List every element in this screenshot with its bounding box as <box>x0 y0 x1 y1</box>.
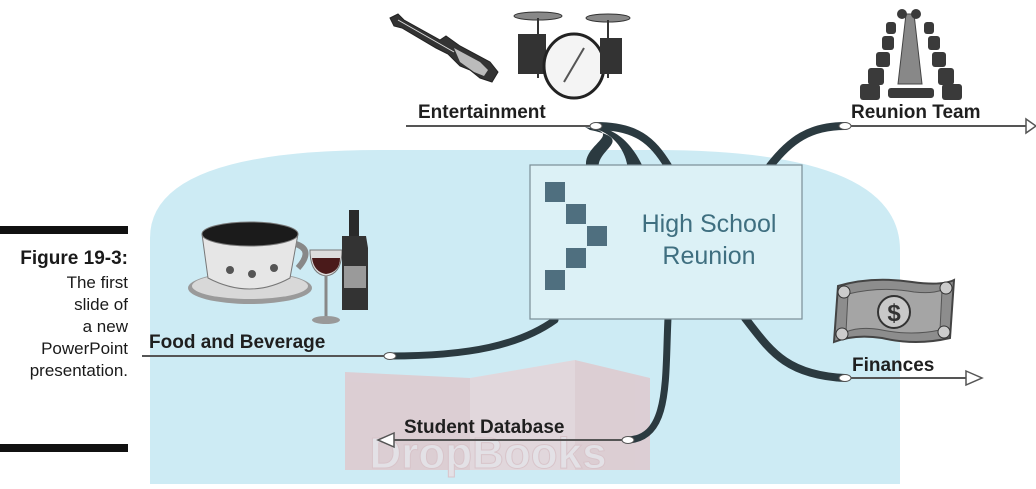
caption-line: a new <box>82 317 128 336</box>
arrow-reunion-team <box>1025 117 1036 135</box>
branch-curve-reunion-team <box>766 122 849 170</box>
watermark-text: DropBooks <box>369 429 606 478</box>
branch-curve-entertainment <box>585 127 613 172</box>
watermark: DropBooks <box>345 360 650 479</box>
branch-label-entertainment[interactable]: Entertainment <box>418 102 546 123</box>
caption-line: The first <box>66 273 128 292</box>
figure-caption-text: The first slide of a new PowerPoint pres… <box>0 272 128 382</box>
central-topic-box[interactable] <box>529 164 803 320</box>
caption-line: PowerPoint <box>41 339 128 358</box>
guitar-and-drums-icon <box>389 11 631 100</box>
branch-curve-entertainment-2 <box>596 126 642 170</box>
branch-label-finances[interactable]: Finances <box>852 355 934 376</box>
caption-bottom-rule <box>0 444 128 452</box>
figure-label: Figure 19-3: <box>20 248 128 269</box>
central-topic-line-2: Reunion <box>662 242 755 270</box>
conference-table-icon <box>860 9 962 100</box>
caption-line: slide of <box>74 295 128 314</box>
coffee-and-wine-icon <box>188 210 368 324</box>
caption-top-rule <box>0 226 128 234</box>
figure-caption: Figure 19-3: The first slide of a new Po… <box>0 226 128 456</box>
branch-curve-finances <box>741 314 849 382</box>
central-topic-line-1: High School <box>642 210 777 238</box>
arrow-student-db <box>376 431 395 449</box>
arrow-finances <box>965 369 984 387</box>
dollar-bill-icon: $ <box>832 278 956 344</box>
steps-icon <box>545 182 607 290</box>
branch-label-reunion-team[interactable]: Reunion Team <box>851 102 981 123</box>
branch-label-food-and-beverage[interactable]: Food and Beverage <box>149 332 325 353</box>
svg-text:$: $ <box>887 300 901 327</box>
caption-line: presentation. <box>29 361 128 380</box>
branch-curve-student-db <box>624 314 672 444</box>
branch-label-student-database[interactable]: Student Database <box>404 417 564 438</box>
branch-curve-food <box>386 316 559 360</box>
